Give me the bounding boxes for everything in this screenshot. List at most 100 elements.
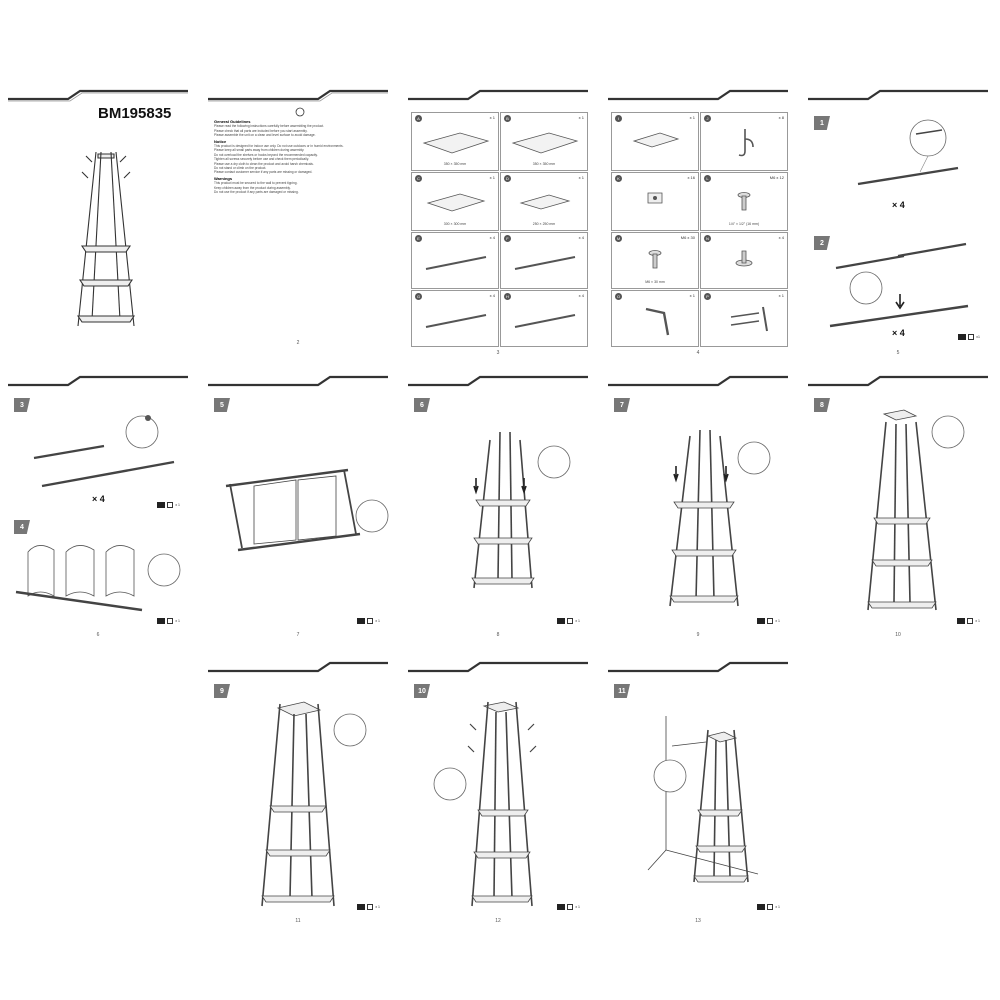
part-qty: M6 x 12: [769, 175, 784, 180]
step-number: 6: [414, 398, 430, 412]
step-8-drawing: [808, 374, 988, 644]
screw-icon: [701, 173, 787, 230]
panel-drawing: [501, 173, 587, 230]
guideline-line: Do not use the product if any parts are …: [214, 190, 299, 195]
multiplier-label: × 4: [892, 200, 905, 210]
guideline-line: Keep children away from the product duri…: [214, 185, 291, 190]
step-number: 7: [614, 398, 630, 412]
guideline-line: Please use a dry cloth to clean the prod…: [214, 161, 314, 166]
tool-indicator: x 1: [157, 618, 180, 624]
tool-qty: x 1: [375, 619, 380, 623]
page-number: 12: [495, 918, 501, 924]
page-header-bar: [408, 374, 588, 384]
part-cell: M M6 x 30 M6 × 30 mm: [611, 232, 699, 289]
parts-list-page-1: A x 1 350 × 350 mm B x 1 350 × 350 mm C …: [408, 88, 588, 358]
steps-page-3-4: 3 × 4 x 1 4 x 1 6: [8, 374, 188, 644]
part-cell: K x 16: [611, 172, 699, 231]
page-header-bar: [208, 660, 388, 670]
guideline-line: Tighten all screws securely before use a…: [214, 157, 309, 162]
step-4-drawing: [8, 374, 188, 644]
page-header-bar: [408, 88, 588, 98]
multiplier-label: × 4: [92, 494, 105, 504]
bracket-icon: [612, 173, 698, 230]
tool-qty: x 1: [175, 503, 180, 507]
step-9-drawing: [208, 660, 388, 930]
part-dimension: 350 × 350 mm: [532, 162, 556, 166]
page-header-bar: [608, 660, 788, 670]
step-11-page: 11 x 1 13: [608, 660, 788, 930]
parts-list-page-2: I x 1 J x 8 K x 16 L M6 x 12 1/4" × 1/2"…: [608, 88, 788, 358]
part-id: A: [415, 115, 422, 122]
step-number: 11: [614, 684, 630, 698]
page-number: 10: [895, 632, 901, 638]
tool-indicator: x 1: [557, 904, 580, 910]
bar-drawing: [501, 233, 587, 288]
tool-qty: x 1: [975, 619, 980, 623]
bar-drawing: [501, 291, 587, 346]
part-id: O: [615, 293, 622, 300]
page-header-bar: [608, 88, 788, 98]
page-header-bar: [8, 374, 188, 384]
step-number: 4: [14, 520, 30, 534]
part-dimension: 300 × 300 mm: [443, 222, 467, 226]
page-header-bar: [808, 88, 988, 98]
part-dimension: 350 × 350 mm: [443, 162, 467, 166]
part-id: I: [615, 115, 622, 122]
step-5-drawing: [208, 374, 388, 644]
part-cell: G x 4: [411, 290, 499, 347]
tool-indicator: x 1: [357, 904, 380, 910]
tool-qty: x 1: [175, 619, 180, 623]
step-10-drawing: [408, 660, 588, 930]
part-cell: H x 4: [500, 290, 588, 347]
tool-qty: x 1: [775, 905, 780, 909]
tool-indicator: x 1: [157, 502, 180, 508]
bolt-icon: [612, 233, 698, 288]
page-number: 13: [695, 918, 701, 924]
step-number: 9: [214, 684, 230, 698]
tool-indicator: x 1: [357, 618, 380, 624]
part-cell: O x 1: [611, 290, 699, 347]
part-id: F: [504, 235, 511, 242]
page-number: 2: [296, 340, 300, 346]
part-id: C: [415, 175, 422, 182]
part-id: H: [504, 293, 511, 300]
steps-page-1-2: 1 × 4 2 × 4 x1 5: [808, 88, 988, 358]
part-qty: M6 x 30: [680, 235, 695, 240]
part-cell: C x 1 300 × 300 mm: [411, 172, 499, 231]
guideline-line: Please keep all small parts away from ch…: [214, 148, 305, 153]
bar-drawing: [412, 233, 498, 288]
top-panel-drawing: [612, 113, 698, 170]
part-cell: J x 8: [700, 112, 788, 171]
part-cell: L M6 x 12 1/4" × 1/2" (16 mm): [700, 172, 788, 231]
part-id: G: [415, 293, 422, 300]
section-heading: General Guidelines: [214, 119, 251, 124]
tool-indicator: x 1: [557, 618, 580, 624]
page-number: 3: [496, 350, 500, 356]
guidelines-page: General Guidelines Please read the follo…: [208, 88, 388, 358]
part-qty: x 4: [578, 235, 584, 240]
part-id: J: [704, 115, 711, 122]
tool-qty: x 1: [575, 619, 580, 623]
guideline-line: Please check that all parts are included…: [214, 128, 308, 133]
part-cell: E x 4: [411, 232, 499, 289]
part-cell: F x 4: [500, 232, 588, 289]
part-qty: x 1: [489, 115, 495, 120]
part-cell: P x 1: [700, 290, 788, 347]
page-number: 7: [296, 632, 300, 638]
step-5-page: 5 x 1 7: [208, 374, 388, 644]
part-qty: x 4: [489, 235, 495, 240]
cover-page: BM195835: [8, 88, 188, 358]
part-qty: x 4: [578, 293, 584, 298]
guideline-line: Do not overload the shelves or hooks bey…: [214, 152, 318, 157]
panel-drawing: [412, 113, 498, 170]
part-qty: x 1: [578, 115, 584, 120]
page-number: 11: [295, 918, 301, 924]
bar-drawing: [412, 291, 498, 346]
part-qty: x 1: [689, 293, 695, 298]
part-cell: I x 1: [611, 112, 699, 171]
part-qty: x 1: [689, 115, 695, 120]
part-cell: B x 1 350 × 350 mm: [500, 112, 588, 171]
foot-pad-icon: [701, 233, 787, 288]
panel-drawing: [412, 173, 498, 230]
part-qty: x 4: [778, 235, 784, 240]
